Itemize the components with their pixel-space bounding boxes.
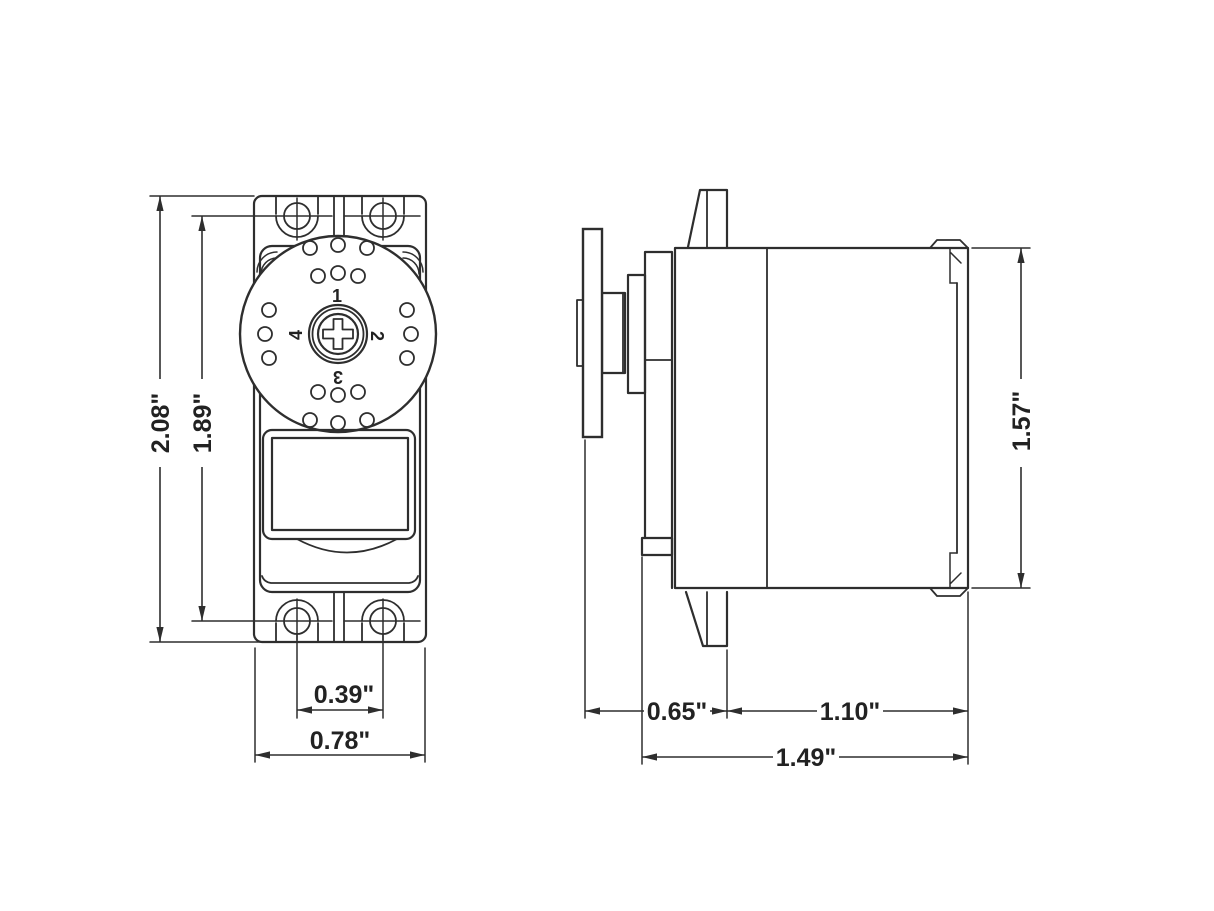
mounting-flange-outline [252, 194, 428, 644]
horn-hole [330, 265, 346, 281]
dim-text-horn-face-to-flange: 0.65" [647, 698, 708, 726]
dim-hole-spacing-horizontal: 0.39" [297, 681, 383, 714]
front-view-dimensions: 2.08" 1.89" 0.39" 0.78" [144, 195, 426, 763]
horn-hole [310, 384, 326, 400]
horn-hole [261, 302, 277, 318]
dim-body-height: 1.57" [1005, 248, 1037, 588]
horn-hole [310, 268, 326, 284]
horn-hole [257, 326, 273, 342]
servo-horn: 1 2 3 4 [238, 234, 438, 434]
dim-horn-face-to-flange: 0.65" [585, 698, 727, 726]
horn-hole [330, 237, 346, 253]
horn-arm-label-2: 2 [367, 331, 387, 341]
horn-plate [581, 227, 604, 439]
dim-text-overall-height: 2.08" [147, 393, 175, 454]
phillips-screw-icon [322, 318, 354, 350]
case-arc-detail [296, 538, 398, 554]
horn-side-profile [576, 227, 604, 439]
horn-arm-label-3: 3 [333, 367, 343, 387]
corner-gusset-right [402, 251, 424, 275]
extension-lines [584, 247, 1031, 765]
horn-hole-pattern [257, 237, 419, 431]
horn-hole [359, 240, 375, 256]
dim-text-body-height: 1.57" [1008, 391, 1036, 452]
horn-arm-label-4: 4 [286, 330, 306, 340]
front-cap [640, 250, 674, 590]
mounting-ear-top-left [275, 196, 319, 241]
case-body-side [673, 246, 970, 590]
horn-hole [261, 350, 277, 366]
front-cap-foot [640, 536, 674, 557]
horn-hole [350, 384, 366, 400]
dim-hole-spacing-vertical: 1.89" [186, 216, 218, 621]
horn-hole [302, 412, 318, 428]
dim-text-case-width: 0.78" [310, 727, 371, 755]
mounting-ear-bottom-right [343, 598, 421, 642]
dim-overall-length: 1.49" [642, 744, 968, 772]
horn-disc [238, 234, 438, 434]
horn-hole [350, 268, 366, 284]
horn-hole [399, 350, 415, 366]
output-spline-stack [600, 273, 647, 395]
horn-hub-boss [576, 299, 584, 367]
dim-overall-height: 2.08" [144, 196, 176, 642]
dim-case-width: 0.78" [255, 727, 425, 759]
rear-clip-top [929, 239, 969, 249]
case-seam-line [261, 575, 419, 584]
spline-shaft [600, 291, 627, 375]
mounting-tab-bottom-side [684, 590, 729, 648]
rear-end-cap [929, 239, 969, 597]
label-recess [261, 428, 417, 554]
side-view-dimensions: 1.57" 0.65" 1.10" 1.49" [584, 247, 1037, 772]
spline-hub [626, 273, 647, 395]
mounting-ear-top-right [343, 196, 421, 241]
label-area [270, 436, 410, 532]
horn-hole [302, 240, 318, 256]
horn-hole [399, 302, 415, 318]
flange-center-slot [333, 196, 345, 642]
horn-arm-label-1: 1 [332, 286, 342, 306]
horn-hole [330, 387, 346, 403]
extension-lines [149, 195, 426, 763]
rear-clip-bottom [929, 587, 969, 597]
dim-text-hole-spacing-horizontal: 0.39" [314, 681, 375, 709]
dim-flange-to-rear: 1.10" [727, 698, 968, 726]
side-view [576, 188, 970, 648]
mounting-tab-top-side [686, 188, 729, 249]
dim-text-hole-spacing-vertical: 1.89" [189, 393, 217, 454]
output-shaft-hub [307, 303, 369, 365]
horn-hole [359, 412, 375, 428]
dim-text-overall-length: 1.49" [776, 744, 837, 772]
horn-hole [403, 326, 419, 342]
dim-text-flange-to-rear: 1.10" [820, 698, 881, 726]
front-view: 1 2 3 4 [238, 194, 438, 644]
